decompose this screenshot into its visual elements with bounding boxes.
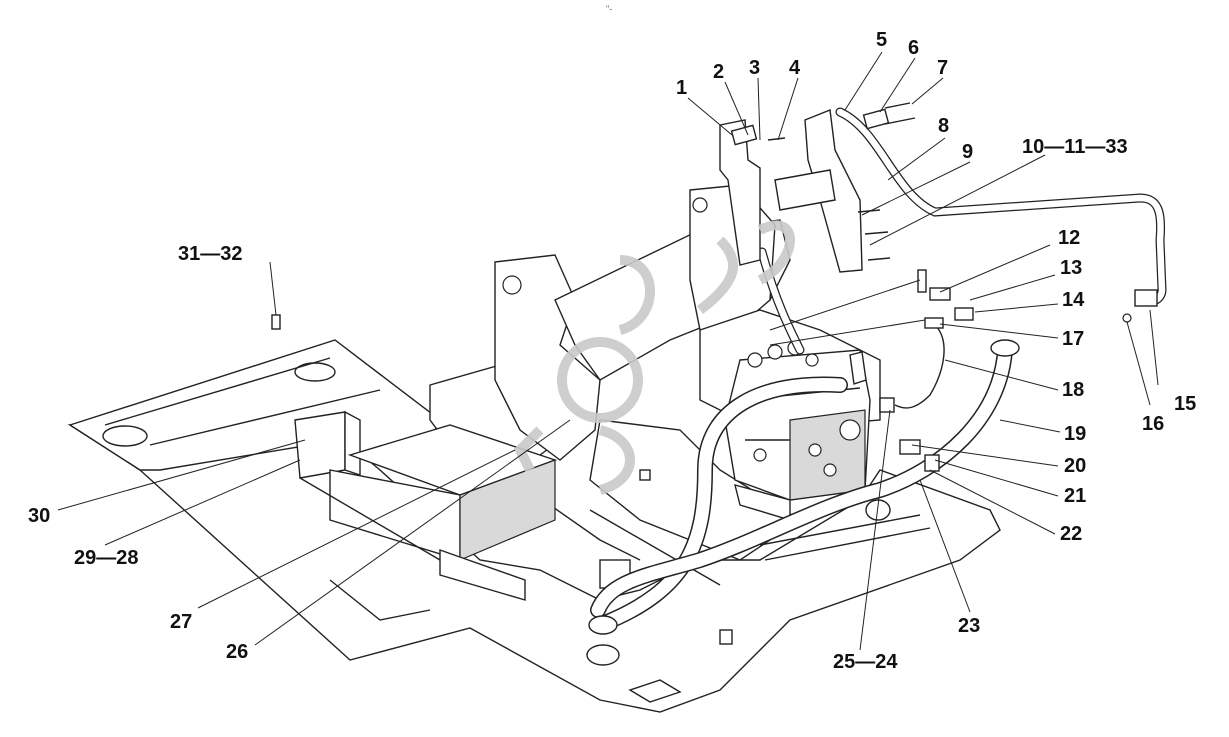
callout-22: 22	[1060, 523, 1082, 545]
callout-8: 8	[938, 115, 949, 137]
leader-lines	[57, 51, 1159, 651]
item-31-32-part	[271, 314, 281, 330]
callout-21: 21	[1064, 485, 1086, 507]
callout-5: 5	[876, 29, 887, 51]
callout-3: 3	[749, 57, 760, 79]
callout-25-24: 25—24	[833, 651, 898, 673]
callout-10-11-33: 10—11—33	[1022, 136, 1128, 158]
callout-6: 6	[908, 37, 919, 59]
callouts: 1 2 3 4 5 6 7 8 9 10—11—33 12 13 14 15 1…	[28, 29, 1196, 673]
callout-7: 7	[937, 57, 948, 79]
callout-16: 16	[1142, 413, 1164, 435]
callout-20: 20	[1064, 455, 1086, 477]
callout-1: 1	[676, 77, 687, 99]
callout-26: 26	[226, 641, 248, 663]
callout-9: 9	[962, 141, 973, 163]
suction-hoses	[586, 339, 1020, 666]
callout-14: 14	[1062, 289, 1085, 311]
callout-12: 12	[1058, 227, 1080, 249]
watermark	[513, 220, 795, 495]
callout-30: 30	[28, 505, 50, 527]
callout-4: 4	[789, 57, 801, 79]
callout-18: 18	[1062, 379, 1084, 401]
callout-2: 2	[713, 61, 724, 83]
callout-29-28: 29—28	[74, 547, 139, 569]
callout-27: 27	[170, 611, 192, 633]
header-mark: "-	[606, 4, 612, 14]
callout-31-32: 31—32	[178, 243, 243, 265]
callout-13: 13	[1060, 257, 1082, 279]
callout-19: 19	[1064, 423, 1086, 445]
callout-23: 23	[958, 615, 980, 637]
upper-pipe-assembly	[719, 102, 1167, 355]
hydraulic-tank	[294, 410, 558, 621]
callout-15: 15	[1174, 393, 1196, 415]
callout-17: 17	[1062, 328, 1084, 350]
